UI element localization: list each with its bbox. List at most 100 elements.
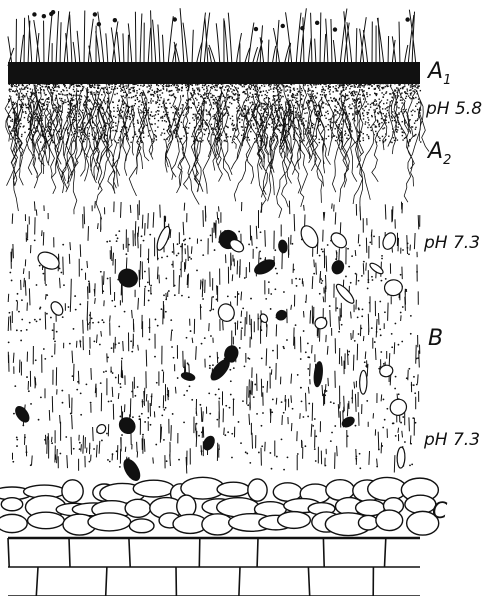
humus-speck — [248, 85, 249, 86]
humus-speck — [216, 99, 217, 100]
humus-speck — [98, 84, 99, 85]
humus-speck — [352, 113, 353, 114]
subsoil-dot — [254, 384, 256, 386]
humus-speck — [177, 91, 178, 92]
humus-speck — [134, 84, 135, 85]
humus-speck — [194, 93, 195, 94]
humus-speck — [23, 111, 24, 112]
humus-speck — [18, 85, 19, 86]
humus-speck — [206, 88, 207, 89]
humus-speck — [112, 130, 113, 131]
humus-speck — [276, 86, 277, 87]
humus-speck — [305, 108, 306, 109]
humus-speck — [140, 112, 141, 113]
humus-speck — [260, 92, 261, 93]
humus-speck — [35, 120, 36, 121]
humus-speck — [59, 98, 60, 99]
humus-speck — [295, 127, 296, 128]
subsoil-dot — [210, 335, 212, 337]
humus-speck — [415, 120, 416, 121]
humus-speck — [280, 90, 281, 91]
subsoil-dot — [242, 307, 244, 309]
humus-speck — [260, 105, 261, 106]
humus-speck — [273, 91, 274, 92]
humus-speck — [26, 107, 27, 108]
humus-speck — [318, 139, 319, 140]
humus-speck — [417, 109, 418, 110]
humus-speck — [261, 107, 262, 108]
subsoil-dot — [297, 453, 299, 455]
humus-speck — [382, 136, 383, 137]
humus-speck — [172, 112, 173, 113]
humus-speck — [199, 137, 200, 138]
humus-speck — [323, 89, 324, 90]
subsoil-dot — [170, 319, 172, 321]
humus-speck — [151, 124, 152, 125]
humus-speck — [364, 106, 365, 107]
humus-speck — [270, 108, 271, 109]
subsoil-dot — [92, 322, 94, 324]
subsoil-dot — [80, 414, 82, 416]
humus-speck — [322, 86, 323, 87]
subsoil-dot — [326, 390, 328, 392]
subsoil-dot — [183, 422, 185, 424]
humus-speck — [354, 82, 355, 83]
subsoil-dot — [209, 365, 211, 367]
humus-speck — [270, 136, 271, 137]
subsoil-dot — [17, 293, 19, 295]
subsoil-dot — [402, 416, 404, 418]
subsoil-dot — [111, 347, 113, 349]
subsoil-dot — [141, 235, 143, 237]
humus-speck — [62, 101, 63, 102]
humus-speck — [312, 127, 313, 128]
subsoil-dot — [380, 351, 382, 353]
subsoil-dot — [369, 241, 371, 243]
subsoil-dot — [130, 340, 132, 342]
humus-speck — [150, 123, 151, 124]
subsoil-dot — [168, 290, 170, 292]
subsoil-dot — [398, 344, 400, 346]
subsoil-dot — [308, 403, 310, 405]
humus-speck — [230, 136, 231, 137]
humus-speck — [88, 100, 89, 101]
cobble — [278, 512, 311, 529]
humus-speck — [363, 90, 364, 91]
subsoil-dot — [283, 469, 285, 471]
humus-speck — [328, 100, 329, 101]
humus-speck — [21, 93, 22, 94]
humus-speck — [349, 84, 350, 85]
humus-speck — [249, 96, 250, 97]
humus-speck — [198, 83, 199, 84]
humus-speck — [222, 86, 223, 87]
humus-speck — [271, 126, 272, 127]
cobble — [0, 514, 27, 532]
humus-speck — [66, 90, 67, 91]
subsoil-dot — [270, 308, 272, 310]
humus-speck — [60, 100, 61, 101]
humus-speck — [139, 100, 140, 101]
humus-speck — [346, 87, 347, 88]
humus-speck — [365, 84, 366, 85]
humus-speck — [205, 82, 206, 83]
humus-speck — [252, 101, 253, 102]
humus-speck — [246, 100, 247, 101]
subsoil-dot — [42, 273, 44, 275]
subsoil-dot — [34, 319, 36, 321]
humus-speck — [263, 109, 264, 110]
humus-speck — [238, 106, 239, 107]
humus-speck — [344, 134, 345, 135]
subsoil-dot — [9, 272, 11, 274]
subsoil-dot — [373, 235, 375, 237]
humus-speck — [287, 98, 288, 99]
subsoil-dot — [413, 376, 415, 378]
humus-speck — [367, 96, 368, 97]
humus-speck — [169, 90, 170, 91]
humus-speck — [369, 84, 370, 85]
humus-speck — [24, 95, 25, 96]
humus-speck — [266, 114, 267, 115]
humus-speck — [331, 122, 332, 123]
humus-speck — [102, 113, 103, 114]
humus-speck — [343, 85, 344, 86]
humus-speck — [307, 91, 308, 92]
humus-speck — [43, 108, 44, 109]
